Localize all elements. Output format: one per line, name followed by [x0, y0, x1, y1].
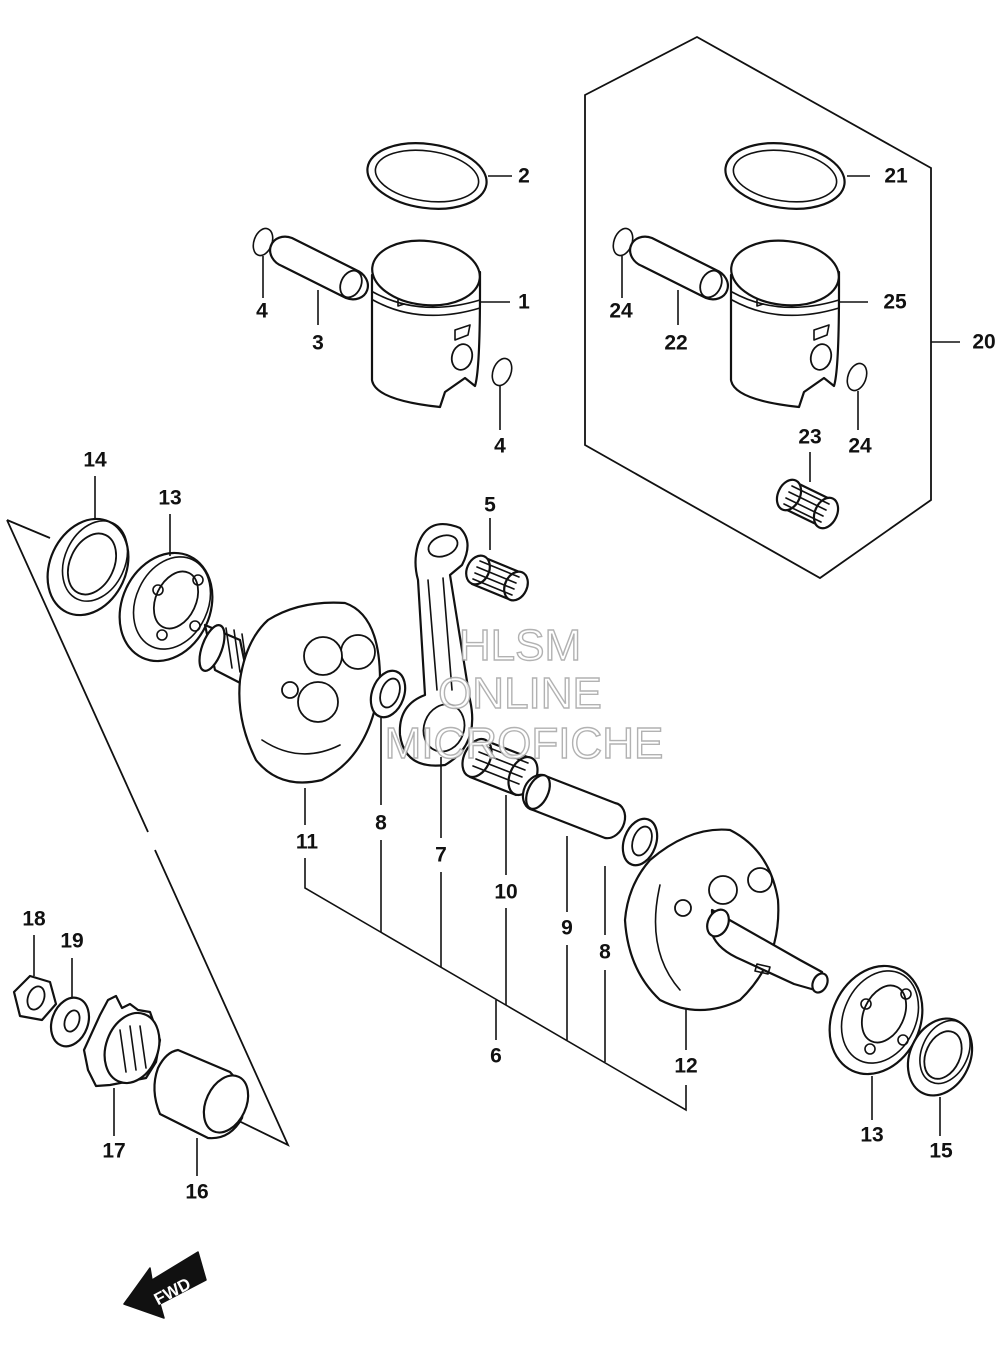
callout-15[interactable]: 15	[929, 1140, 953, 1163]
bearing-left[interactable]	[102, 538, 229, 677]
washer[interactable]	[45, 992, 96, 1051]
callout-11[interactable]: 11	[296, 831, 319, 854]
connecting-rod[interactable]	[398, 523, 474, 767]
callout-10[interactable]: 10	[494, 881, 517, 904]
thrust-washer-left[interactable]	[365, 666, 411, 722]
callout-12[interactable]: 12	[674, 1055, 697, 1078]
crank-group-frame-edge	[6, 519, 149, 833]
callout-17[interactable]: 17	[102, 1140, 125, 1163]
callout-3[interactable]: 3	[312, 332, 324, 355]
piston-kit-frame	[584, 35, 932, 580]
kit-needle-bearing[interactable]	[772, 476, 842, 532]
callout-4b[interactable]: 4	[494, 435, 506, 458]
callout-20[interactable]: 20	[972, 331, 995, 354]
kit-piston-ring[interactable]	[721, 136, 849, 216]
primary-drive-gear[interactable]	[82, 994, 169, 1091]
watermark-line2: ONLINE	[438, 669, 602, 718]
callout-labels: 2 1 3 4 4 21 25 22 24 24 23 20 5 14 13 1…	[22, 165, 995, 1204]
bearing-right[interactable]	[812, 951, 939, 1090]
callout-16[interactable]: 16	[185, 1181, 208, 1204]
callout-2[interactable]: 2	[518, 165, 530, 188]
thrust-washer-right[interactable]	[617, 814, 663, 870]
callout-18[interactable]: 18	[22, 908, 46, 931]
callout-8b[interactable]: 8	[599, 941, 611, 964]
callout-21[interactable]: 21	[884, 165, 908, 188]
oil-seal-left[interactable]	[32, 506, 143, 629]
fwd-arrow-icon: FWD	[123, 1251, 207, 1319]
callout-9[interactable]: 9	[561, 917, 573, 940]
watermark-line1: HLSM	[459, 621, 581, 670]
kit-piston-pin-clip-right[interactable]	[844, 361, 870, 393]
piston-pin-clip-right[interactable]	[489, 356, 515, 388]
callout-6[interactable]: 6	[490, 1045, 502, 1068]
callout-24a[interactable]: 24	[609, 300, 633, 323]
callout-22[interactable]: 22	[664, 332, 687, 355]
nut[interactable]	[12, 974, 58, 1022]
piston-pin-clip-left[interactable]	[250, 226, 276, 258]
crank-group-frame	[6, 519, 51, 539]
callout-8a[interactable]: 8	[375, 812, 387, 835]
callout-4a[interactable]: 4	[256, 300, 268, 323]
callout-7[interactable]: 7	[435, 844, 447, 867]
callout-19[interactable]: 19	[60, 930, 83, 953]
kit-piston-pin[interactable]	[629, 235, 729, 301]
watermark-line3: MICROFICHE	[385, 719, 664, 768]
piston-ring[interactable]	[363, 136, 491, 216]
crank-web-left[interactable]	[194, 601, 382, 784]
spacer[interactable]	[153, 1048, 256, 1140]
piston-pin[interactable]	[269, 235, 369, 301]
kit-piston-pin-clip-left[interactable]	[610, 226, 636, 258]
callout-13b[interactable]: 13	[860, 1124, 883, 1147]
crank-web-right[interactable]	[623, 828, 831, 1012]
piston[interactable]	[369, 236, 483, 409]
callout-25[interactable]: 25	[883, 291, 907, 314]
oil-seal-right[interactable]	[896, 1008, 984, 1106]
callout-24b[interactable]: 24	[848, 435, 872, 458]
leader-lines	[33, 175, 960, 1176]
callout-23[interactable]: 23	[798, 426, 821, 449]
callout-13a[interactable]: 13	[158, 487, 181, 510]
crank-pin[interactable]	[521, 771, 627, 840]
small-end-bearing[interactable]	[462, 552, 533, 604]
callout-5[interactable]: 5	[484, 494, 496, 517]
callout-1[interactable]: 1	[518, 291, 530, 314]
kit-piston[interactable]	[728, 236, 842, 409]
callout-14[interactable]: 14	[83, 449, 107, 472]
